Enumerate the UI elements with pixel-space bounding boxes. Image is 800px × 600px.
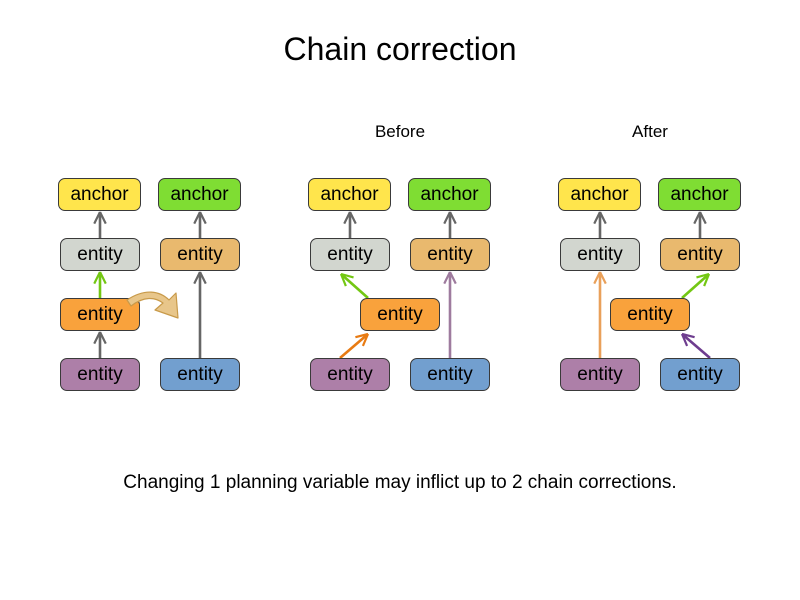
chain-edge bbox=[339, 332, 370, 359]
p2-entity-purple[interactable]: entity bbox=[310, 358, 390, 391]
panel-label-before: Before bbox=[374, 122, 426, 141]
p2-entity-orange[interactable]: entity bbox=[360, 298, 440, 331]
chain-edge bbox=[343, 211, 357, 238]
chain-edge bbox=[593, 211, 607, 238]
chain-edge bbox=[693, 211, 707, 238]
slide-caption: Changing 1 planning variable may inflict… bbox=[123, 472, 677, 493]
p1-entity-tan[interactable]: entity bbox=[160, 238, 240, 271]
p3-anchor-right[interactable]: anchor bbox=[658, 178, 741, 211]
chain-edge bbox=[339, 272, 369, 299]
p3-entity-tan[interactable]: entity bbox=[660, 238, 740, 271]
chain-edge bbox=[93, 211, 107, 238]
p3-anchor-left[interactable]: anchor bbox=[558, 178, 641, 211]
chain-edge bbox=[93, 271, 107, 298]
p1-entity-orange[interactable]: entity bbox=[60, 298, 140, 331]
panel-label-after: After bbox=[632, 122, 668, 141]
p1-entity-blue[interactable]: entity bbox=[160, 358, 240, 391]
chain-edge bbox=[680, 332, 711, 359]
chain-edge bbox=[443, 271, 457, 358]
p2-entity-grey[interactable]: entity bbox=[310, 238, 390, 271]
p1-entity-grey[interactable]: entity bbox=[60, 238, 140, 271]
p2-anchor-left[interactable]: anchor bbox=[308, 178, 391, 211]
p3-entity-orange[interactable]: entity bbox=[610, 298, 690, 331]
chain-edge bbox=[593, 271, 607, 358]
p3-entity-grey[interactable]: entity bbox=[560, 238, 640, 271]
p3-entity-blue[interactable]: entity bbox=[660, 358, 740, 391]
page-title: Chain correction bbox=[283, 31, 517, 67]
p3-entity-purple[interactable]: entity bbox=[560, 358, 640, 391]
p2-anchor-right[interactable]: anchor bbox=[408, 178, 491, 211]
chain-edge bbox=[93, 331, 107, 358]
chain-edge bbox=[193, 271, 207, 358]
chain-edge bbox=[193, 211, 207, 238]
p2-entity-tan[interactable]: entity bbox=[410, 238, 490, 271]
drag-arrow-icon bbox=[126, 291, 179, 319]
p1-anchor-left[interactable]: anchor bbox=[58, 178, 141, 211]
p2-entity-blue[interactable]: entity bbox=[410, 358, 490, 391]
p1-entity-purple[interactable]: entity bbox=[60, 358, 140, 391]
p1-anchor-right[interactable]: anchor bbox=[158, 178, 241, 211]
chain-edge bbox=[443, 211, 457, 238]
chain-edge bbox=[681, 272, 711, 299]
